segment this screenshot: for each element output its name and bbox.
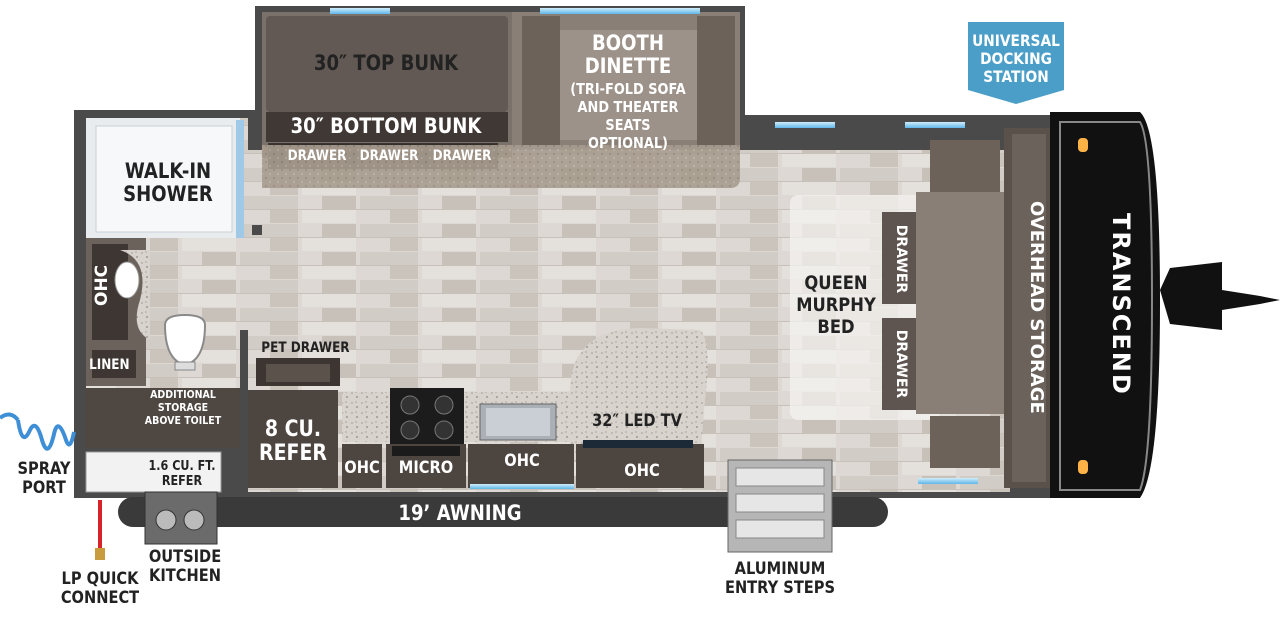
refer-8-label: 8 CU. REFER bbox=[259, 417, 327, 466]
murphy-drawer-1-label: DRAWER bbox=[893, 224, 909, 294]
spray-port-label: SPRAY PORT bbox=[17, 459, 71, 498]
top-bunk bbox=[266, 16, 508, 112]
aluminum-entry-steps-label: ALUMINUM ENTRY STEPS bbox=[724, 559, 836, 598]
refer-16-label: 1.6 CU. FT. REFER bbox=[148, 459, 216, 489]
queen-murphy-bed-label: QUEEN MURPHY BED bbox=[796, 272, 876, 338]
linen-label: LINEN bbox=[89, 357, 130, 373]
booth-options-label: (TRI-FOLD SOFA AND THEATER SEATS OPTIONA… bbox=[570, 80, 686, 152]
micro-label: MICRO bbox=[398, 458, 454, 478]
lp-quick-connect-label: LP QUICK CONNECT bbox=[60, 569, 140, 608]
bunk-drawer-2: DRAWER bbox=[359, 148, 419, 164]
brand-label: TRANSCEND bbox=[1107, 213, 1135, 396]
bunk-drawer-3: DRAWER bbox=[432, 148, 492, 164]
pet-drawer-label: PET DRAWER bbox=[261, 340, 350, 356]
awning-label: 19’ AWNING bbox=[398, 501, 522, 525]
bunk-drawer-1: DRAWER bbox=[287, 148, 347, 164]
kitchen-ohc-3-label: OHC bbox=[624, 461, 660, 481]
bottom-bunk bbox=[266, 112, 508, 142]
additional-storage-label: ADDITIONAL STORAGE ABOVE TOILET bbox=[144, 388, 222, 427]
murphy-drawer-2-label: DRAWER bbox=[893, 329, 909, 399]
bottom-bunk-label: 30″ BOTTOM BUNK bbox=[290, 114, 482, 138]
bath-ohc-label: OHC bbox=[92, 264, 112, 306]
top-bunk-label: 30″ TOP BUNK bbox=[313, 51, 459, 75]
kitchen-ohc-2-label: OHC bbox=[504, 451, 540, 471]
kitchen-ohc-1-label: OHC bbox=[344, 458, 380, 478]
booth-dinette-label: BOOTH DINETTE bbox=[584, 31, 672, 78]
universal-docking-station-label: UNIVERSAL DOCKING STATION bbox=[972, 31, 1060, 86]
overhead-storage-label: OVERHEAD STORAGE bbox=[1026, 201, 1047, 414]
led-tv-label: 32″ LED TV bbox=[592, 411, 682, 431]
front-cap bbox=[1050, 112, 1160, 498]
outside-kitchen-label: OUTSIDE KITCHEN bbox=[148, 547, 222, 586]
walk-in-shower-label: WALK-IN SHOWER bbox=[123, 159, 213, 206]
